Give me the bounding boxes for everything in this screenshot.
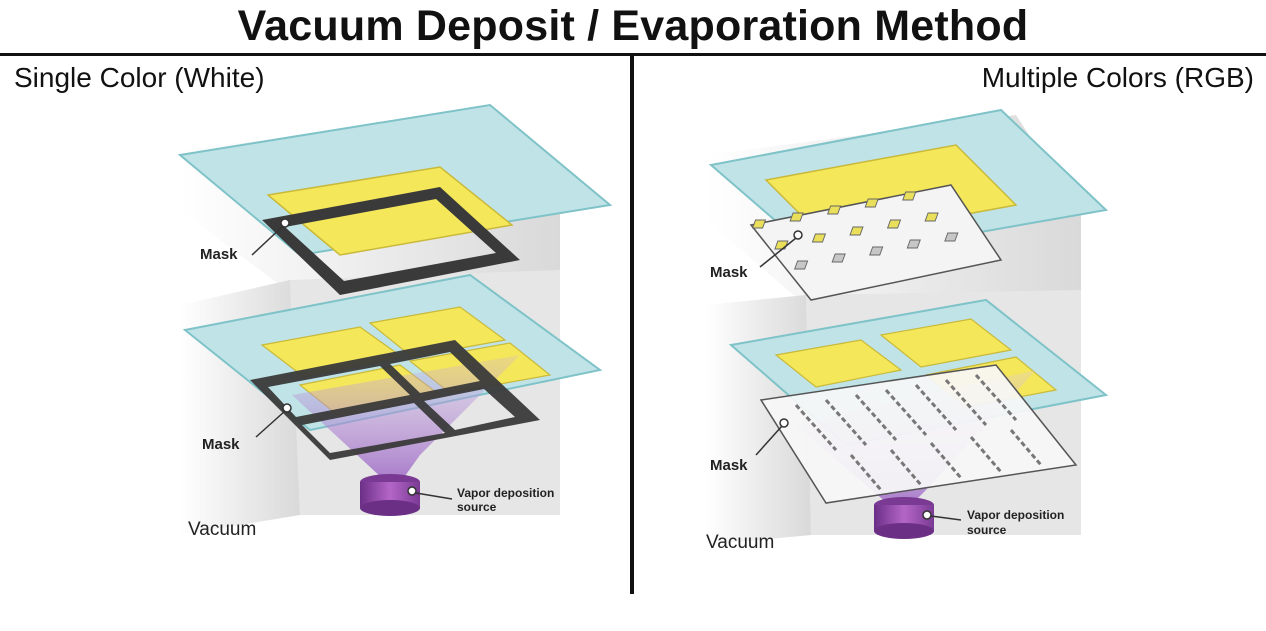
vapor-source <box>360 474 453 516</box>
right-panel-heading: Multiple Colors (RGB) <box>981 62 1254 93</box>
page-title: Vacuum Deposit / Evaporation Method <box>237 2 1029 50</box>
bottom-mask-label: Mask <box>202 436 240 453</box>
title-divider <box>0 53 1266 56</box>
mask-callouts <box>755 230 803 456</box>
source-label-line1: Vapor deposition <box>457 486 554 500</box>
top-mask-frame <box>262 187 520 295</box>
vacuum-label: Vacuum <box>188 519 256 540</box>
multi-color-diagram: Mask Mask Vapor deposition source Vacuum <box>706 108 1109 553</box>
bottom-mask-grid <box>250 340 540 460</box>
vapor-source <box>874 497 962 539</box>
vacuum-label: Vacuum <box>706 532 774 553</box>
bottom-mask-sheet <box>759 364 1078 504</box>
left-panel-heading: Single Color (White) <box>14 62 265 93</box>
source-label-line2: source <box>457 500 497 514</box>
source-label-line1: Vapor deposition <box>967 508 1064 522</box>
bottom-mask-label: Mask <box>710 457 748 474</box>
single-color-diagram: Mask Mask Vapor deposition source Vacuum <box>177 103 613 540</box>
source-label-line2: source <box>967 523 1007 537</box>
top-mask-label: Mask <box>710 264 748 281</box>
mask-callouts <box>251 218 292 438</box>
top-mask-label: Mask <box>200 246 238 263</box>
panel-divider <box>630 56 634 594</box>
